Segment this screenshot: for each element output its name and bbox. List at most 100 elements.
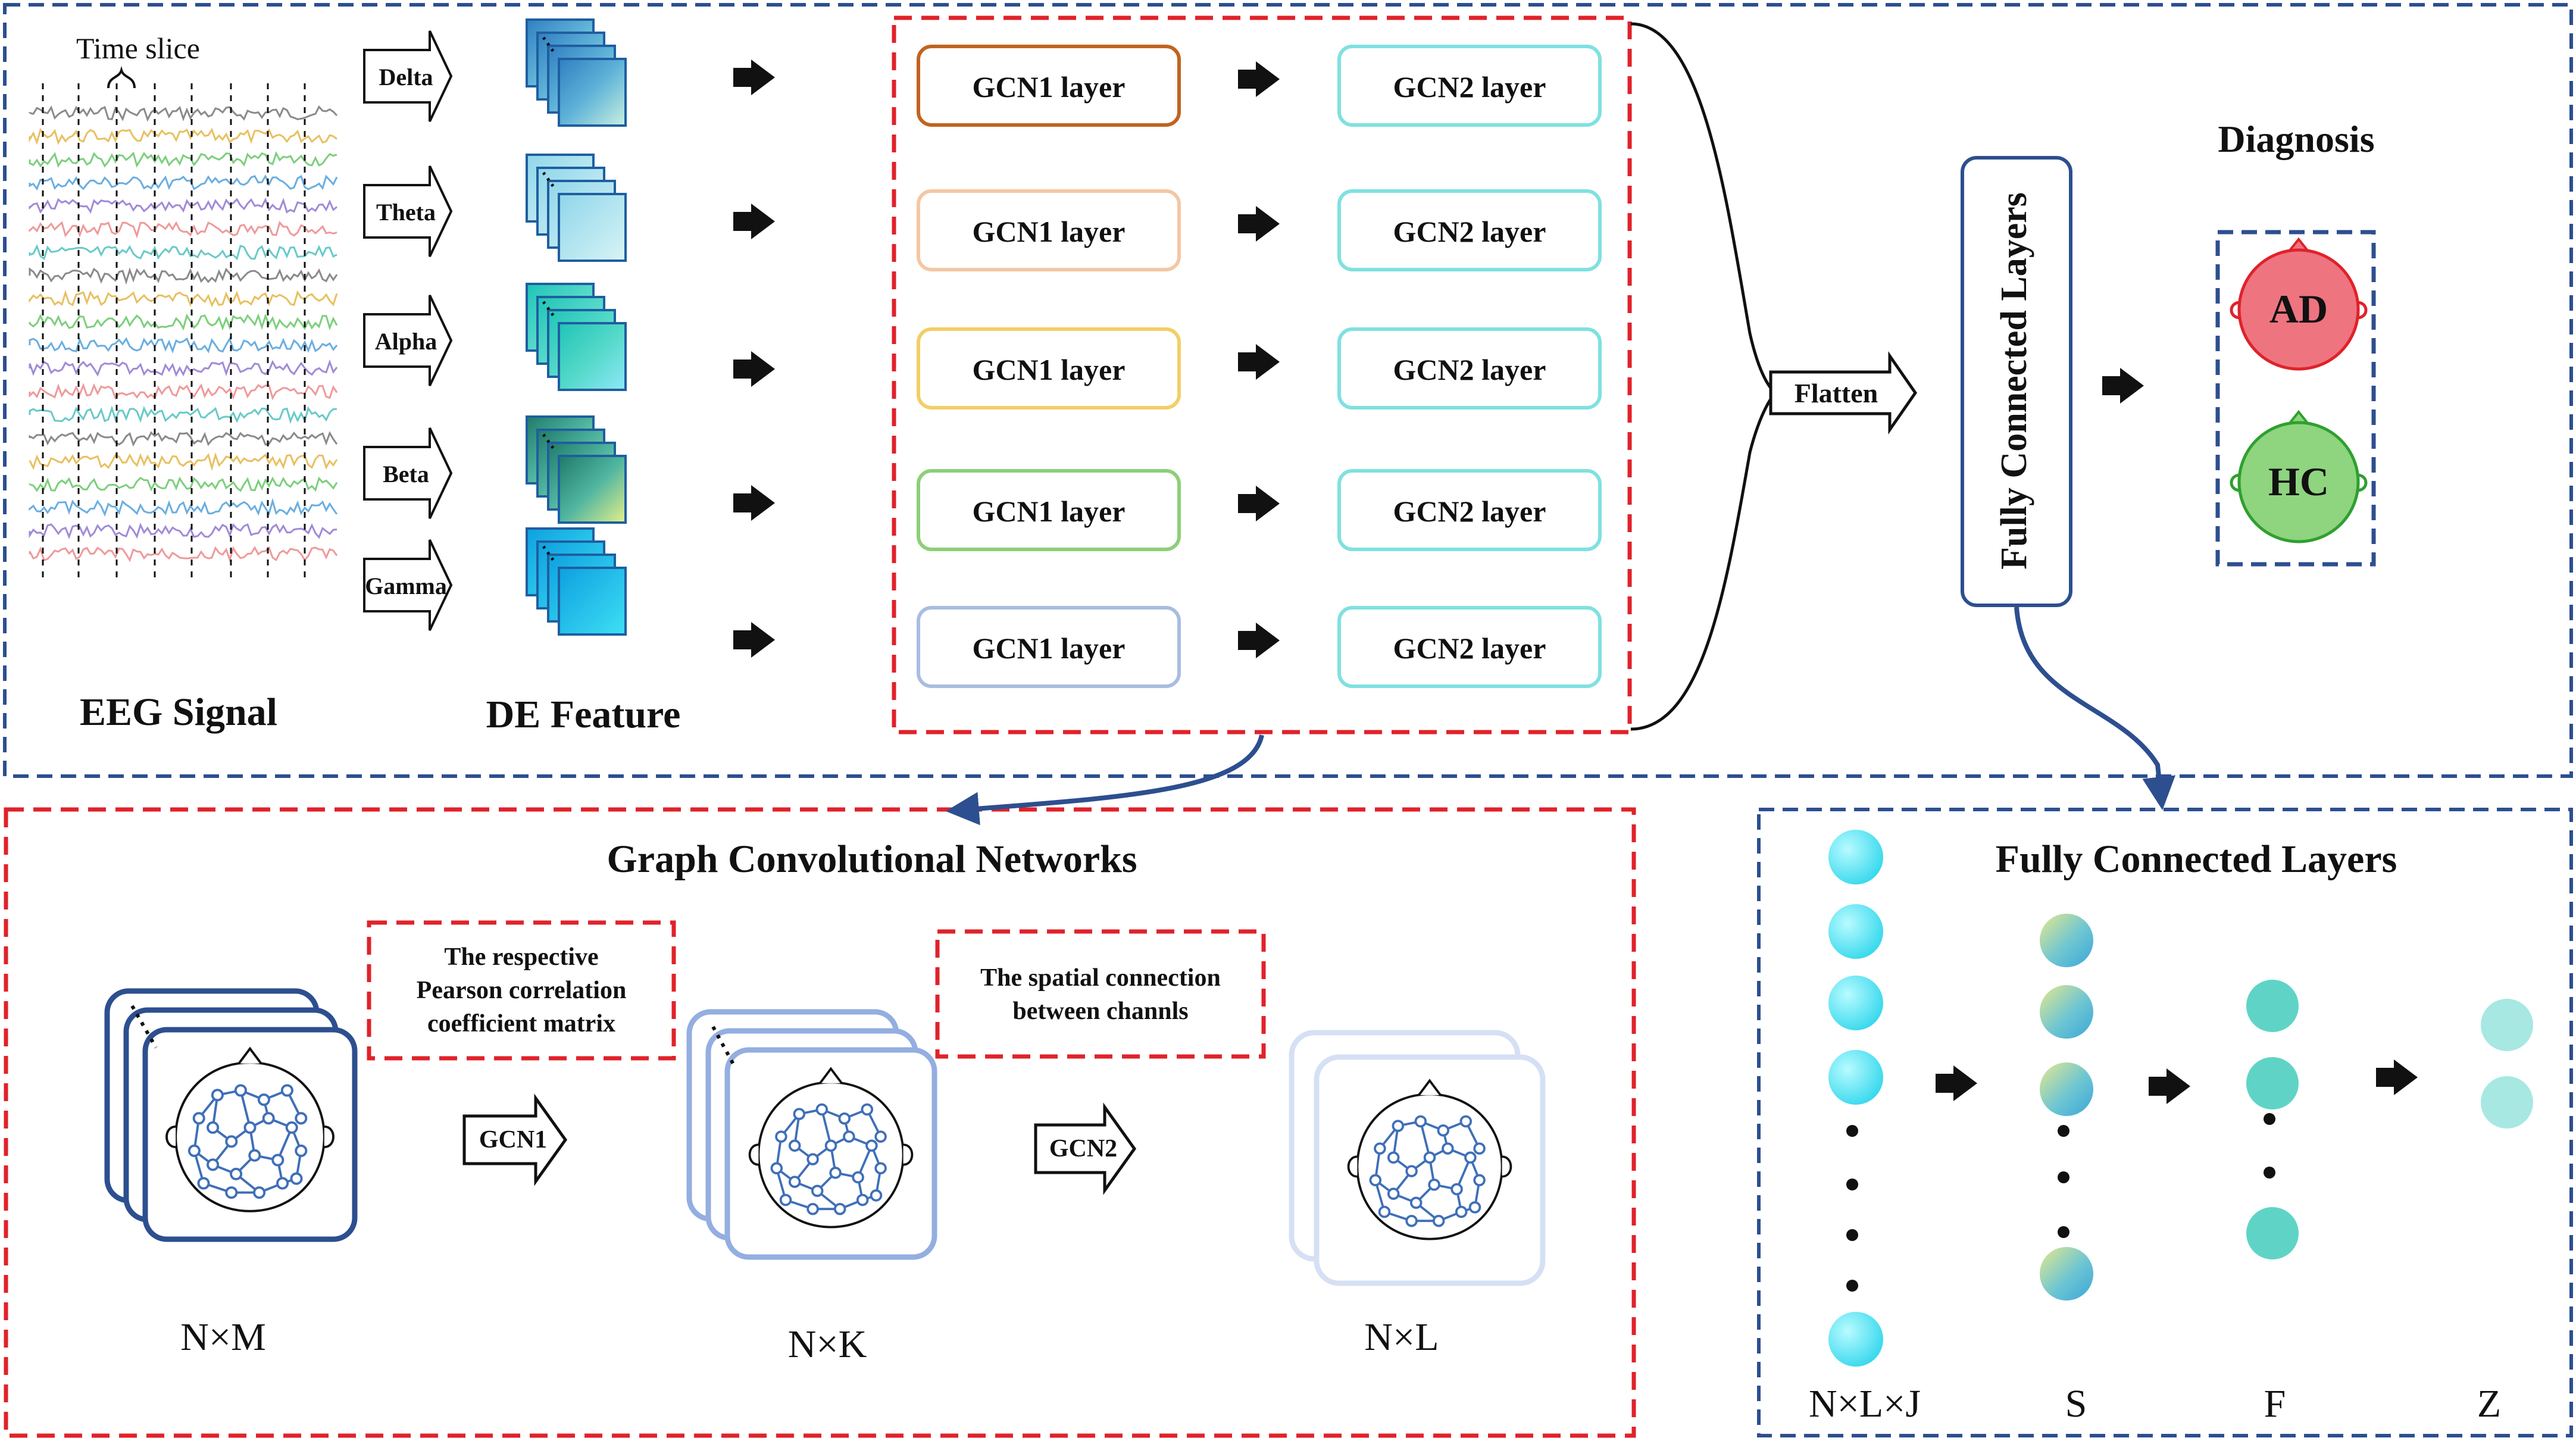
- band-label: Delta: [379, 64, 433, 90]
- hc-head-icon: HC: [2230, 410, 2368, 543]
- time-slice-markers: [42, 83, 306, 583]
- band-label: Beta: [383, 461, 429, 487]
- fc-f-layer: [2246, 980, 2299, 1259]
- gcn1-box: [917, 45, 1181, 127]
- note2-frame: [935, 929, 1266, 1059]
- eeg-signal-traces: [29, 105, 338, 563]
- dim-nxl: N×L: [1364, 1315, 1439, 1359]
- gcn1-chevron: GCN1: [462, 1093, 568, 1186]
- fc-input-layer: [1828, 830, 1883, 1367]
- spatial-note-line2: between channls: [1012, 998, 1189, 1025]
- arrow-right-icon: [1238, 486, 1280, 521]
- ad-label: AD: [2269, 286, 2328, 332]
- arrow-right-icon: [1936, 1065, 1977, 1101]
- gcn1-box-label: GCN1 layer: [973, 215, 1126, 248]
- band-label: Gamma: [365, 573, 447, 599]
- eeg-trace: [29, 289, 338, 308]
- gcn2-box: [1337, 606, 1602, 688]
- band-chevron-gamma: Gamma: [363, 539, 453, 631]
- eeg-trace: [29, 383, 338, 401]
- band-chevron-beta: Beta: [363, 427, 453, 519]
- fc-label-nxlxj: N×L×J: [1809, 1382, 1921, 1426]
- de-feature-stack-alpha: [526, 283, 627, 391]
- spatial-note: The spatial connection between channls: [940, 961, 1261, 1028]
- gcn1-box: [917, 189, 1181, 271]
- spatial-note-line1: The spatial connection: [980, 964, 1221, 992]
- pearson-note: The respective Pearson correlation coeff…: [373, 940, 670, 1040]
- fc-panel-title: Fully Connected Layers: [1996, 837, 2397, 881]
- eeg-trace: [29, 498, 338, 517]
- gcn1-box-label: GCN1 layer: [973, 70, 1126, 104]
- fc-layers-box: [1961, 156, 2072, 607]
- band-label: Alpha: [375, 328, 437, 355]
- pearson-note-line3: coefficient matrix: [427, 1010, 615, 1037]
- gcn2-box: [1337, 189, 1602, 271]
- gcn1-box-label: GCN1 layer: [973, 495, 1126, 528]
- fc-label-z: Z: [2477, 1382, 2501, 1426]
- de-feature-stack-gamma: [526, 527, 627, 636]
- eeg-trace: [29, 546, 338, 563]
- fc-label-f: F: [2264, 1382, 2286, 1426]
- gcn2-box-label: GCN2 layer: [1393, 353, 1546, 386]
- eeg-trace: [29, 267, 338, 285]
- eeg-trace: [29, 127, 337, 145]
- gcn2-box-label: GCN2 layer: [1393, 632, 1546, 665]
- de-feature-title: DE Feature: [486, 693, 681, 736]
- gcn1-box-label: GCN1 layer: [973, 353, 1126, 386]
- arrow-right-icon: [733, 204, 775, 239]
- gcn-stack-frame: [892, 15, 1632, 734]
- de-feature-stack-delta: [526, 18, 627, 127]
- gcn1-box: [917, 327, 1181, 410]
- arrow-right-icon: [1238, 344, 1280, 380]
- pearson-note-line2: Pearson correlation: [416, 977, 627, 1004]
- gcn2-box: [1337, 327, 1602, 410]
- arrow-right-icon: [733, 351, 775, 387]
- eeg-trace: [29, 523, 337, 539]
- arrow-right-icon: [733, 60, 775, 95]
- gcn-panel-title: Graph Convolutional Networks: [607, 837, 1137, 881]
- graph-stack-nxm: [104, 988, 358, 1242]
- eeg-trace: [29, 431, 338, 447]
- band-chevron-delta: Delta: [363, 30, 453, 122]
- arrow-right-icon: [1238, 623, 1280, 658]
- band-chevron-alpha: Alpha: [363, 295, 453, 386]
- ad-head-icon: AD: [2230, 237, 2368, 371]
- fc-label-s: S: [2065, 1382, 2087, 1426]
- merge-brace: [1630, 22, 1777, 731]
- fc-detail-connector: [2014, 607, 2176, 811]
- arrow-right-icon: [1238, 206, 1280, 242]
- fc-z-layer: [2481, 999, 2533, 1129]
- eeg-trace: [29, 220, 337, 239]
- eeg-trace: [29, 313, 338, 331]
- eeg-trace: [29, 105, 338, 122]
- arrow-right-icon: [733, 485, 775, 521]
- arrow-right-icon: [733, 622, 775, 658]
- dim-nxk: N×K: [788, 1323, 867, 1366]
- arrow-right-icon: [1238, 61, 1280, 97]
- arrow-right-icon: [2149, 1068, 2190, 1104]
- fc-s-layer: [2040, 914, 2093, 1301]
- arrow-right-icon: [2376, 1059, 2418, 1095]
- de-feature-stack-beta: [526, 415, 627, 524]
- eeg-trace: [29, 197, 337, 214]
- flatten-chevron: Flatten: [1769, 351, 1918, 435]
- gcn-detail-connector: [945, 734, 1264, 826]
- arrow-right-icon: [2102, 368, 2144, 404]
- gcn2-box-label: GCN2 layer: [1393, 495, 1546, 528]
- eeg-trace: [29, 405, 337, 424]
- gcn1-box: [917, 469, 1181, 551]
- dim-nxm: N×M: [180, 1315, 266, 1359]
- time-slice-label: Time slice: [76, 32, 200, 65]
- de-feature-stack-theta: [526, 154, 627, 262]
- eeg-trace: [29, 244, 337, 261]
- diagnosis-frame: [2215, 230, 2376, 567]
- pearson-note-line1: The respective: [444, 943, 599, 971]
- gcn-panel-frame: [4, 807, 1636, 1438]
- gcn-row: GCN1 layer GCN2 layer: [917, 327, 1602, 410]
